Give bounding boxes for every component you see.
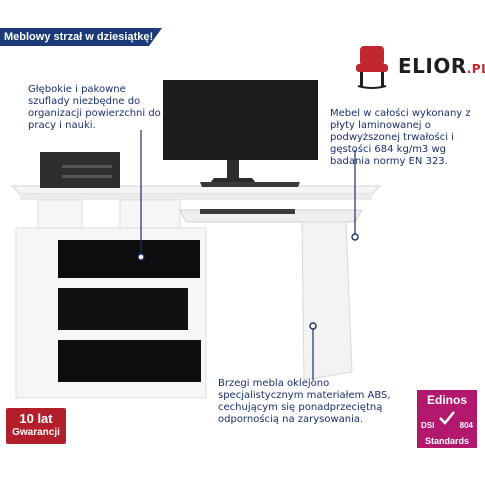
drawers-note: Głębokie i pakowne szuflady niezbędne do…	[28, 84, 161, 131]
guarantee-label: Gwarancji	[12, 427, 60, 438]
callout-dot	[309, 322, 317, 330]
tray-keyboard	[200, 209, 295, 214]
callout-dot	[351, 233, 359, 241]
brand-name: ELIOR.PL	[398, 54, 485, 78]
document-tray	[40, 152, 120, 188]
guarantee-badge: 10 lat Gwarancji	[6, 408, 66, 444]
shelf-left-panel	[37, 199, 83, 229]
drawer-front	[58, 240, 200, 278]
material-note: Mebel w całości wykonany z płyty laminow…	[330, 108, 471, 167]
monitor-base	[210, 178, 256, 183]
tray-slot	[62, 175, 112, 178]
checkmark-icon	[439, 411, 455, 425]
certificate-left: DSI	[421, 421, 435, 430]
monitor-neck	[227, 160, 239, 178]
chair-icon	[356, 46, 388, 89]
certificate-label: Standards	[424, 436, 469, 446]
promo-banner: Meblowy strzał w dziesiątkę!	[0, 28, 162, 46]
brand-logo[interactable]: ELIOR.PL	[352, 42, 485, 90]
drawer-front	[58, 288, 188, 330]
edges-note: Brzegi mebla oklejono specjalistycznym m…	[218, 378, 391, 425]
drawer-front	[58, 340, 201, 382]
shelf-center-panel	[119, 199, 181, 229]
monitor-screen	[163, 80, 318, 160]
guarantee-years: 10 lat	[19, 411, 53, 426]
certificate-badge: Edinos DSI 804 Standards	[417, 390, 477, 448]
callout-dot	[137, 253, 145, 261]
tray-slot	[62, 165, 112, 168]
certificate-brand: Edinos	[426, 393, 467, 407]
desk-top-edge	[20, 194, 372, 200]
keyboard-top	[200, 182, 300, 187]
desk-leg-right	[301, 221, 353, 381]
certificate-number: 804	[459, 421, 473, 430]
